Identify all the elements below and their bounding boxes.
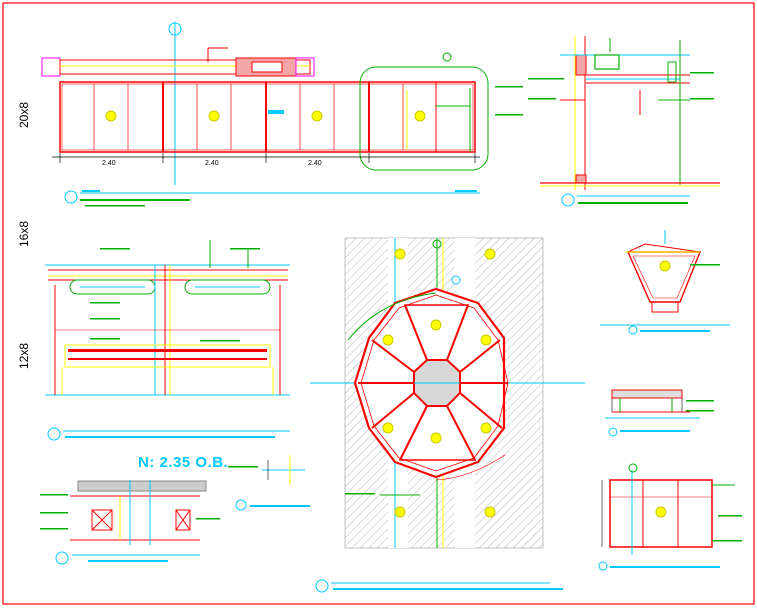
section-marker-icon xyxy=(315,579,329,593)
dimension-label: 2.40 xyxy=(102,160,116,167)
section-marker-icon xyxy=(47,427,61,441)
section-marker-icon xyxy=(235,499,247,511)
bottom-left-detail xyxy=(55,455,310,565)
section-marker-icon xyxy=(64,190,78,204)
light-fixture-icon xyxy=(655,506,667,518)
level-note: N: 2.35 O.B. xyxy=(138,454,229,471)
section-label-16x8: 16x8 xyxy=(17,220,31,247)
sheet-border xyxy=(2,2,755,605)
middle-left-elevation xyxy=(45,240,290,441)
north-arrow-icon xyxy=(432,239,442,249)
light-fixture-icon xyxy=(105,110,426,122)
central-plan xyxy=(310,237,585,593)
dimension-label: 2.40 xyxy=(308,160,322,167)
section-marker-icon xyxy=(55,551,69,565)
section-marker-icon xyxy=(561,193,575,207)
right-details xyxy=(598,230,735,571)
annotation-marks xyxy=(40,72,742,542)
top-right-section xyxy=(540,36,720,207)
light-fixture-icon xyxy=(659,260,671,272)
light-fixture-icon xyxy=(382,248,496,518)
top-elevation: 2.40 2.40 2.40 xyxy=(41,22,489,204)
section-label-12x8: 12x8 xyxy=(17,342,31,369)
dimension-label: 2.40 xyxy=(205,160,219,167)
section-label-20x8: 20x8 xyxy=(17,101,31,128)
